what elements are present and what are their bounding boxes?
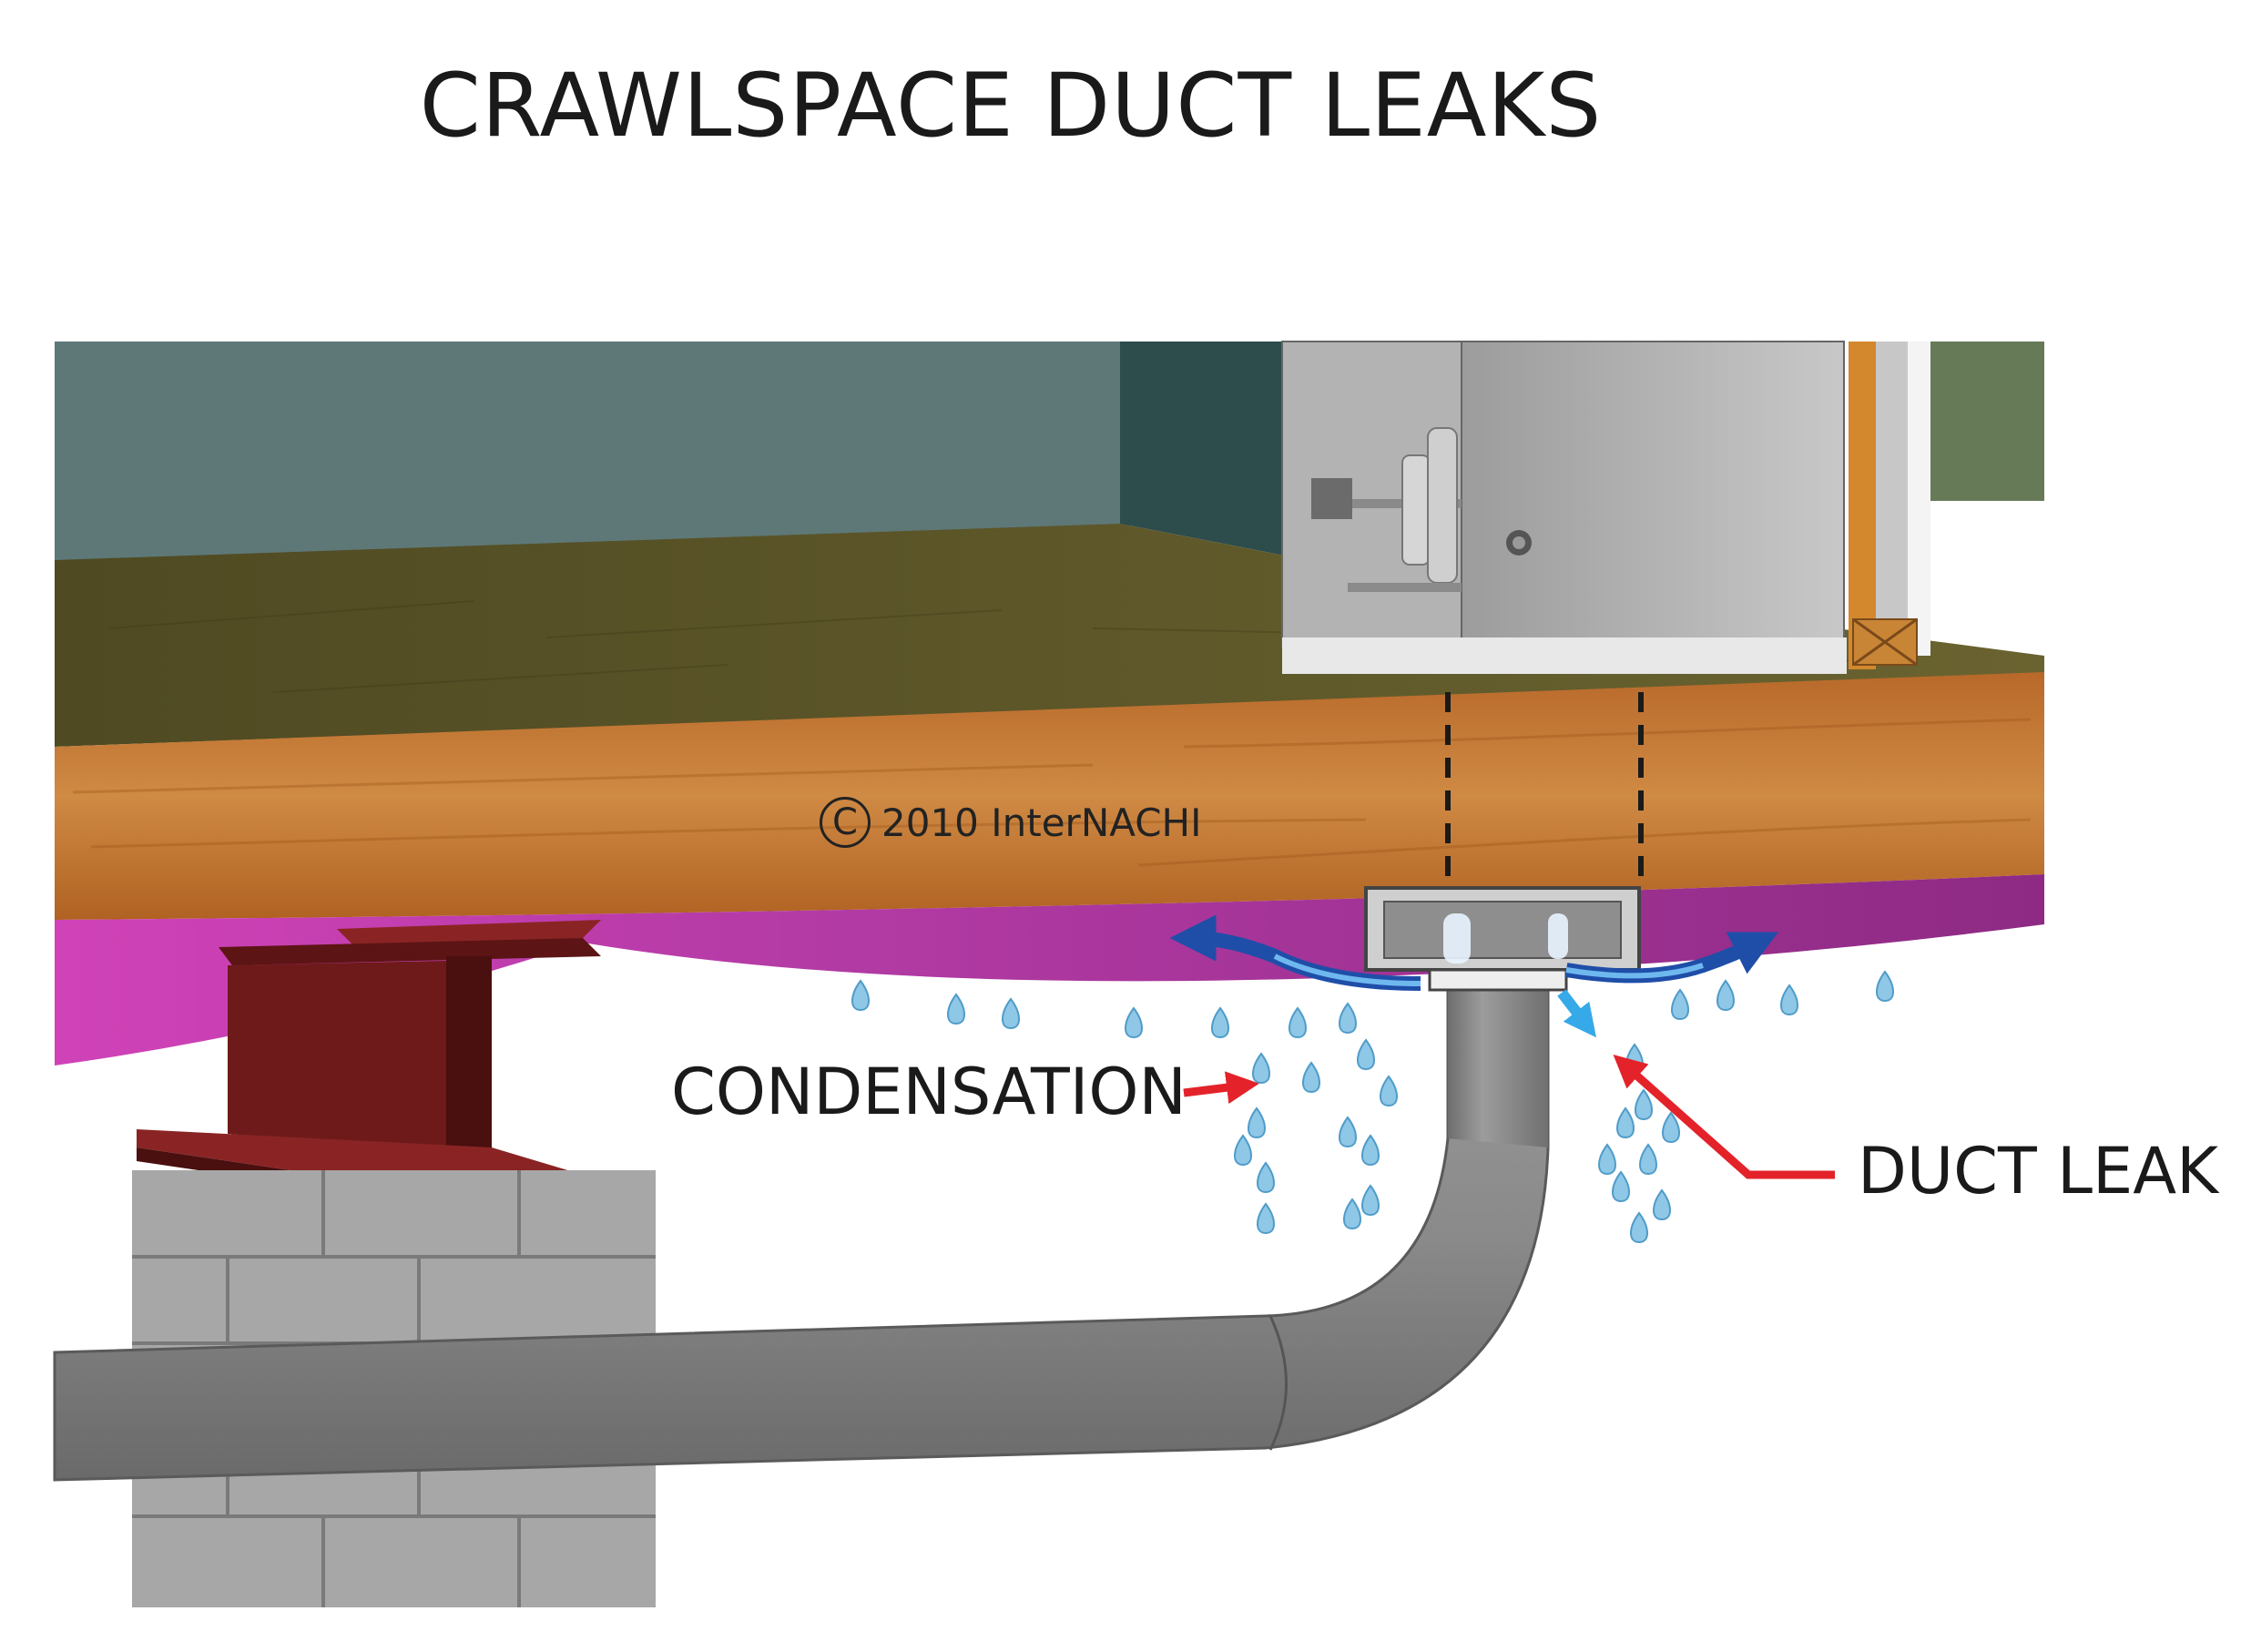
water-droplet [1671,988,1689,1021]
water-droplet [1357,1038,1375,1071]
air-leak-jet [1557,989,1596,1038]
furnace [1281,341,1847,674]
back-walls [55,342,2044,560]
diagram-title: CRAWLSPACE DUCT LEAKS [419,55,1603,157]
water-droplet [1716,979,1735,1012]
callout-arrows [1183,1055,1835,1179]
wall-framing [1849,342,1930,669]
water-droplet [1639,1143,1657,1176]
air-leak-arrows [1169,914,1778,1038]
water-droplet [1635,1088,1653,1121]
water-droplet [851,979,870,1012]
water-droplet [1653,1188,1671,1221]
duct-leak-label: DUCT LEAK [1858,1134,2219,1208]
water-droplet [1248,1106,1266,1139]
water-droplet [1876,970,1894,1003]
water-droplet [1612,1170,1630,1203]
water-droplet [1343,1198,1361,1230]
water-droplet [1252,1052,1270,1085]
water-droplet [1339,1116,1357,1148]
water-droplet [1339,1002,1357,1035]
water-droplet [1257,1161,1275,1194]
floor-joist-band [55,672,2044,920]
water-droplet [1211,1006,1229,1039]
copyright-text: 2010 InterNACHI [881,800,1202,845]
water-droplet [1361,1134,1380,1167]
joist-grain [72,718,2032,867]
water-droplet [1380,1075,1398,1107]
water-droplet [1780,984,1798,1016]
duct-leak-arrow [1613,1055,1835,1179]
water-droplet [1257,1202,1275,1235]
copyright-icon: C [820,797,871,848]
duct [53,886,1641,1482]
water-droplet [1234,1134,1252,1167]
water-droplet [1361,1184,1380,1217]
condensation-label: CONDENSATION [671,1055,1187,1129]
water-droplet [1662,1111,1680,1144]
condensation-droplets [851,970,1894,1244]
water-droplet [1125,1006,1143,1039]
water-droplet [1289,1006,1307,1039]
water-droplet [1630,1211,1648,1244]
copyright-notice: C 2010 InterNACHI [820,797,1202,848]
water-droplet [947,993,965,1025]
water-droplet [1302,1061,1320,1094]
water-droplet [1616,1106,1635,1139]
water-droplet [1598,1143,1616,1176]
water-droplet [1002,997,1020,1030]
condensation-arrow [1183,1071,1259,1105]
